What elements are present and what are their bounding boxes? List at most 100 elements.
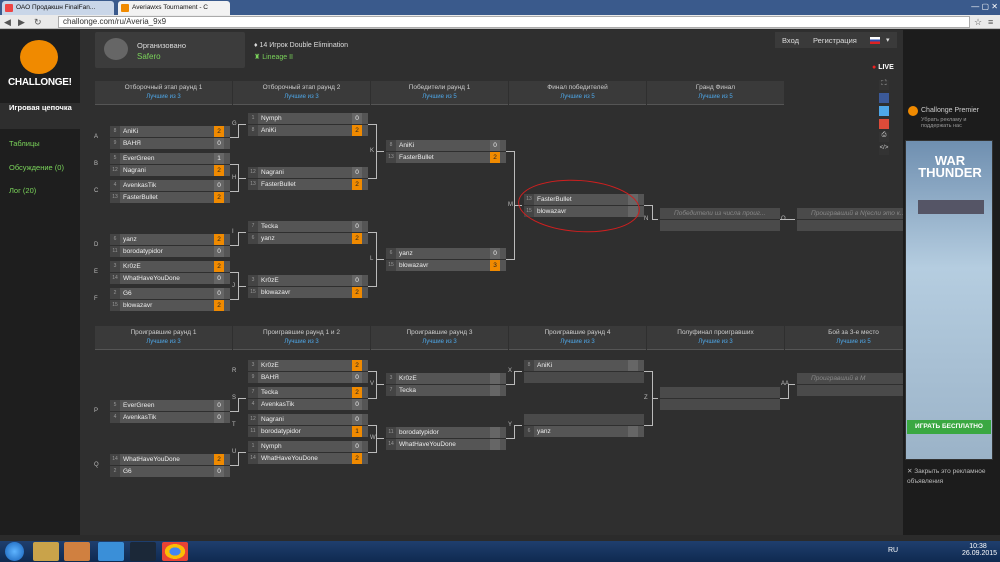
match-label[interactable]: I	[232, 229, 234, 235]
premier-title[interactable]: Challonge Premier	[921, 107, 979, 114]
match-label[interactable]: H	[232, 175, 237, 181]
match-label[interactable]: K	[370, 148, 375, 154]
war-thunder-ad[interactable]	[905, 140, 993, 460]
login-link[interactable]: Вход	[782, 36, 799, 45]
reload-icon[interactable]: ↻	[34, 17, 42, 27]
chrome-taskbar-icon[interactable]	[162, 542, 188, 561]
best-of-label[interactable]: Лучшие из 3	[146, 339, 181, 345]
participant-row[interactable]: Победители из числа проиг...	[660, 208, 780, 219]
match-label[interactable]: AA	[781, 381, 790, 387]
embed-icon[interactable]: </>	[879, 145, 889, 155]
match-label[interactable]: Q	[94, 462, 99, 468]
participant-row[interactable]	[660, 220, 780, 231]
close-ad-link[interactable]: ✕ Закрыть это рекламное объявления	[907, 468, 986, 485]
match-label[interactable]: L	[370, 256, 374, 262]
browser-menu-icon[interactable]: ≡	[988, 17, 994, 27]
match-label[interactable]: F	[94, 296, 98, 302]
clock[interactable]: 10:38 26.09.2015	[962, 543, 997, 557]
best-of-label[interactable]: Лучшие из 5	[560, 94, 595, 100]
match-label[interactable]: A	[94, 134, 99, 140]
match[interactable]	[660, 387, 780, 411]
match-label[interactable]: S	[232, 395, 237, 401]
start-button-icon[interactable]	[5, 542, 24, 561]
participant-row[interactable]	[660, 399, 780, 410]
participant-row[interactable]	[524, 372, 644, 383]
participant-row[interactable]	[660, 387, 780, 398]
media-player-taskbar-icon[interactable]	[64, 542, 90, 561]
chevron-down-icon[interactable]: ▾	[886, 37, 890, 44]
match-label[interactable]: G	[232, 121, 237, 127]
best-of-label[interactable]: Лучшие из 3	[284, 94, 319, 100]
sidebar-item-discussion[interactable]: Обсуждение (0)	[9, 163, 64, 172]
browser-tab-2[interactable]: Averiawxs Tournament - C	[118, 1, 230, 15]
best-of-label[interactable]: Лучшие из 3	[284, 339, 319, 345]
best-of-label[interactable]: Лучшие из 5	[422, 94, 457, 100]
url-input[interactable]: challonge.com/ru/Averia_9x9	[58, 16, 970, 28]
match[interactable]: Проигравший в N(если это к...	[797, 208, 917, 232]
match-label[interactable]: M	[508, 202, 513, 208]
explorer-taskbar-icon[interactable]	[33, 542, 59, 561]
window-controls[interactable]: — ▢ ✕	[971, 2, 998, 11]
match-label[interactable]: U	[232, 449, 237, 455]
steam-taskbar-icon[interactable]	[130, 542, 156, 561]
match-label[interactable]: V	[370, 381, 375, 387]
best-of-label[interactable]: Лучшие из 5	[698, 94, 733, 100]
best-of-label[interactable]: Лучшие из 3	[698, 339, 733, 345]
best-of-label[interactable]: Лучшие из 3	[422, 339, 457, 345]
facebook-icon[interactable]	[879, 93, 889, 103]
match-label[interactable]: Y	[508, 422, 513, 428]
participant-row[interactable]	[797, 220, 917, 231]
match-label[interactable]: Z	[644, 395, 648, 401]
participant-row[interactable]	[524, 414, 644, 425]
language-indicator[interactable]: RU	[888, 547, 899, 554]
skype-taskbar-icon[interactable]	[98, 542, 124, 561]
match-label[interactable]: C	[94, 188, 99, 194]
sidebar-item-standings[interactable]: Таблицы	[9, 139, 40, 148]
match-label[interactable]: N	[644, 216, 649, 222]
match[interactable]: Проигравший в M	[797, 373, 917, 397]
match-label[interactable]: O	[781, 216, 786, 222]
match-label[interactable]: D	[94, 242, 99, 248]
browser-tab-1[interactable]: ОАО Продакшн FinalFan...	[2, 1, 114, 15]
challonge-logo-icon[interactable]	[20, 40, 58, 74]
